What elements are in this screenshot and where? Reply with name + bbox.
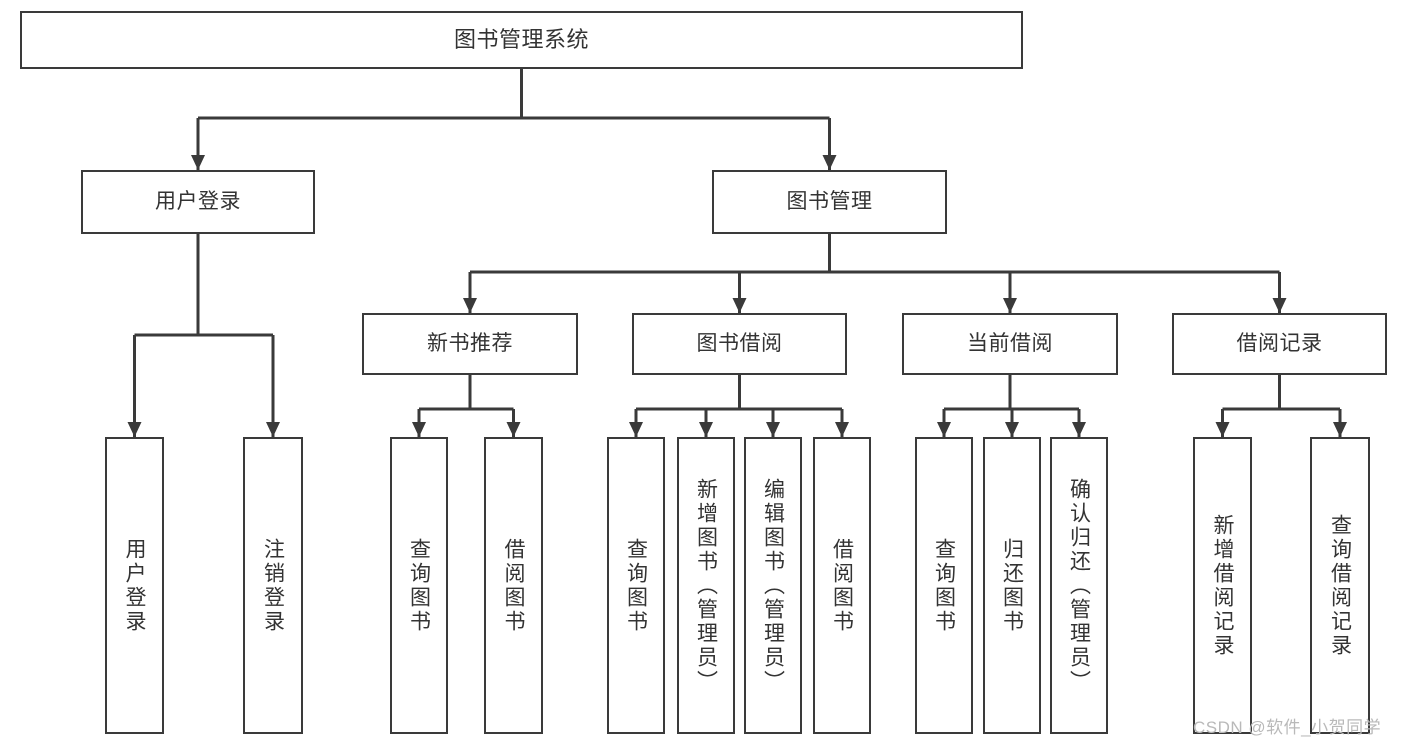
arrowhead-icon	[1333, 422, 1347, 437]
node-label: 查询图书	[624, 537, 648, 634]
arrowhead-icon	[412, 422, 426, 437]
csdn-watermark: CSDN @软件_小贺同学	[1193, 718, 1382, 737]
node-newbooks[interactable]: 新书推荐	[362, 313, 578, 375]
arrowhead-icon	[1272, 298, 1287, 313]
node-leaf-bw-edit[interactable]: 编辑图书（管理员）	[744, 437, 802, 734]
node-label: 确认归还（管理员）	[1067, 477, 1091, 694]
node-current[interactable]: 当前借阅	[902, 313, 1118, 375]
node-leaf-bw-borrow[interactable]: 借阅图书	[813, 437, 871, 734]
node-label: 新书推荐	[427, 331, 513, 355]
node-leaf-bw-add[interactable]: 新增图书（管理员）	[677, 437, 735, 734]
arrowhead-icon	[629, 422, 643, 437]
node-label: 图书借阅	[696, 331, 783, 355]
node-borrow[interactable]: 图书借阅	[632, 313, 847, 375]
node-records[interactable]: 借阅记录	[1172, 313, 1387, 375]
arrowhead-icon	[266, 422, 280, 437]
node-leaf-rec-query[interactable]: 查询借阅记录	[1310, 437, 1370, 734]
node-label: 借阅图书	[502, 537, 525, 634]
arrowhead-icon	[127, 422, 142, 437]
node-label: 归还图书	[1000, 537, 1024, 634]
node-label: 编辑图书（管理员）	[761, 477, 785, 694]
node-label: 新增图书（管理员）	[694, 477, 718, 694]
arrowhead-icon	[822, 155, 837, 170]
node-label: 新增借阅记录	[1211, 513, 1234, 658]
arrowhead-icon	[1003, 298, 1017, 313]
node-leaf-nb-borrow[interactable]: 借阅图书	[484, 437, 543, 734]
node-leaf-bw-query[interactable]: 查询图书	[607, 437, 665, 734]
arrowhead-icon	[937, 422, 951, 437]
arrowhead-icon	[1215, 422, 1230, 437]
arrowhead-icon	[1005, 422, 1019, 437]
arrowhead-icon	[766, 422, 780, 437]
arrowhead-icon	[835, 422, 849, 437]
node-label: 借阅记录	[1236, 331, 1323, 355]
node-leaf-cur-return[interactable]: 归还图书	[983, 437, 1041, 734]
arrowhead-icon	[506, 422, 521, 437]
arrowhead-icon	[1072, 422, 1086, 437]
node-login[interactable]: 用户登录	[81, 170, 315, 234]
node-label: 查询借阅记录	[1328, 513, 1352, 658]
node-label: 借阅图书	[830, 537, 854, 634]
node-label: 用户登录	[155, 189, 241, 213]
node-leaf-cur-query[interactable]: 查询图书	[915, 437, 973, 734]
node-label: 图书管理系统	[453, 27, 589, 53]
node-label: 当前借阅	[967, 331, 1053, 355]
node-label: 查询图书	[932, 537, 956, 634]
node-bookmgmt[interactable]: 图书管理	[712, 170, 947, 234]
node-leaf-login[interactable]: 用户登录	[105, 437, 164, 734]
node-label: 用户登录	[123, 537, 146, 634]
node-label: 注销登录	[261, 537, 285, 634]
node-label: 查询图书	[407, 537, 431, 634]
node-leaf-rec-add[interactable]: 新增借阅记录	[1193, 437, 1252, 734]
node-leaf-cur-confirm[interactable]: 确认归还（管理员）	[1050, 437, 1108, 734]
arrowhead-icon	[191, 155, 205, 170]
arrowhead-icon	[699, 422, 713, 437]
node-leaf-logout[interactable]: 注销登录	[243, 437, 303, 734]
node-label: 图书管理	[786, 189, 873, 213]
arrowhead-icon	[463, 298, 477, 313]
arrowhead-icon	[732, 298, 747, 313]
node-leaf-nb-query[interactable]: 查询图书	[390, 437, 448, 734]
node-root[interactable]: 图书管理系统	[20, 11, 1023, 69]
